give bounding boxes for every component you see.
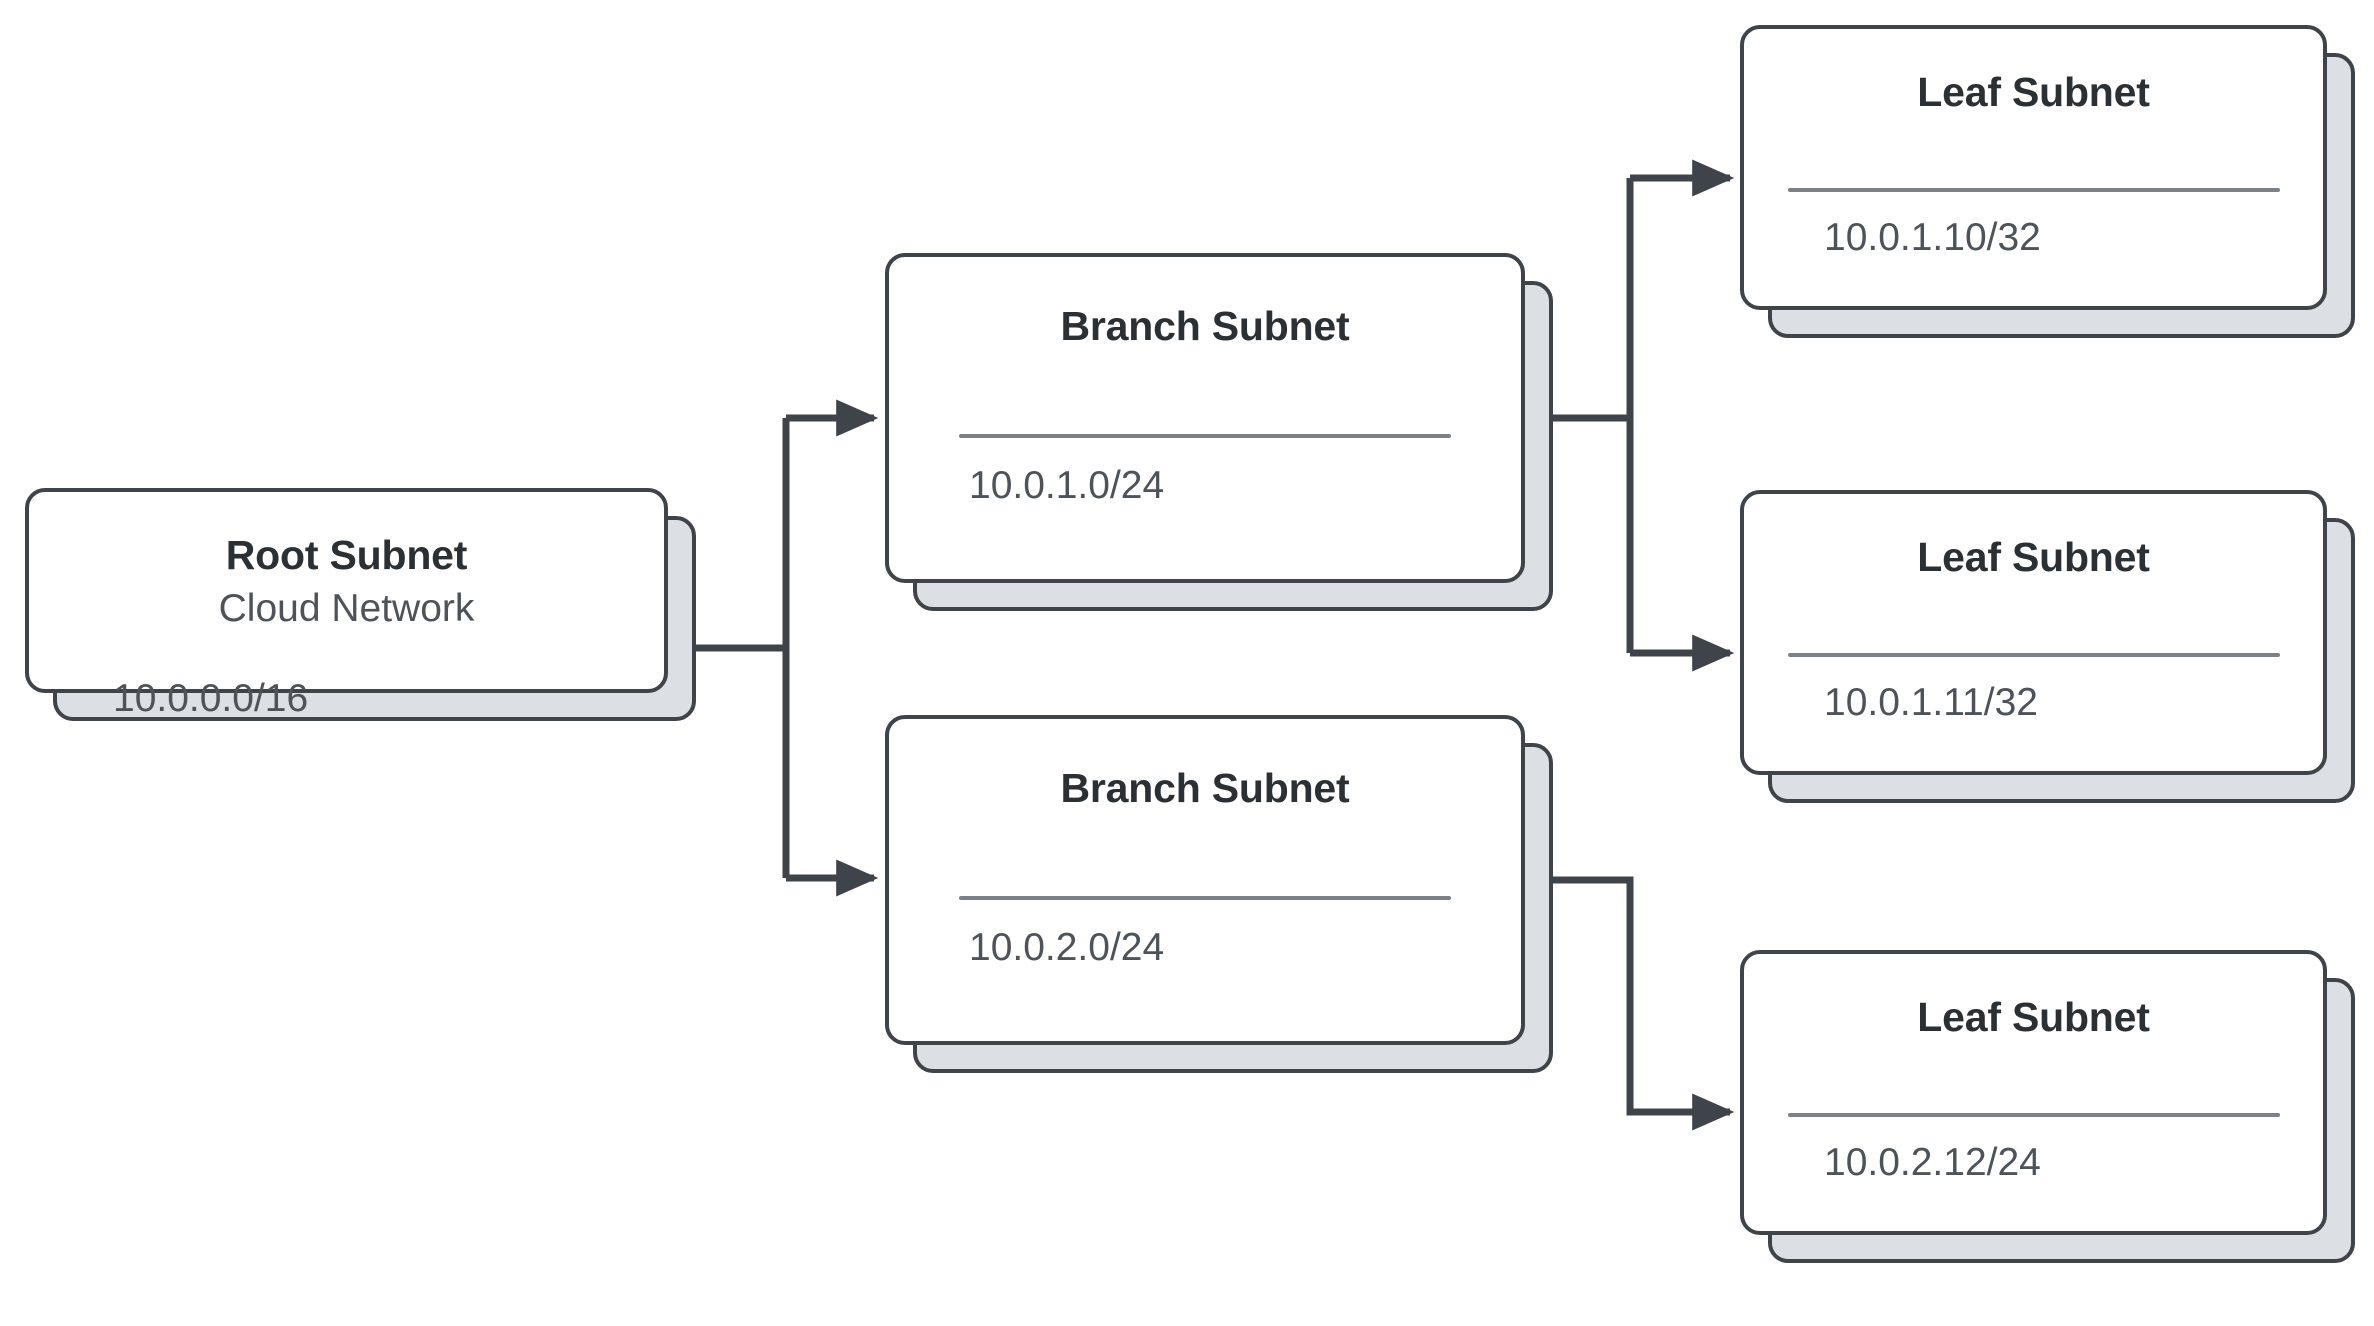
node-title: Root Subnet — [225, 532, 468, 578]
node-leaf-subnet-1[interactable]: Leaf Subnet 10.0.1.10/32 — [1740, 25, 2355, 338]
node-cidr: 10.0.1.11/32 — [1824, 681, 2038, 724]
node-card-face: Leaf Subnet 10.0.1.10/32 — [1740, 25, 2327, 310]
node-branch-subnet-2[interactable]: Branch Subnet 10.0.2.0/24 — [885, 715, 1553, 1073]
node-subtitle: Cloud Network — [218, 587, 475, 630]
node-cidr: 10.0.2.12/24 — [1824, 1141, 2041, 1184]
node-leaf-subnet-3[interactable]: Leaf Subnet 10.0.2.12/24 — [1740, 950, 2355, 1263]
node-cidr: 10.0.0.0/16 — [113, 677, 309, 720]
node-cidr: 10.0.1.10/32 — [1824, 216, 2041, 259]
node-title: Leaf Subnet — [1917, 69, 2150, 115]
node-divider — [1787, 1113, 2280, 1117]
edge-branch-2-to-leaf-3 — [1525, 876, 1735, 1131]
node-title: Leaf Subnet — [1917, 534, 2150, 580]
node-cidr: 10.0.1.0/24 — [969, 464, 1165, 507]
node-card-face: Root Subnet Cloud Network 10.0.0.0/16 — [25, 488, 668, 720]
node-title: Branch Subnet — [1060, 303, 1350, 349]
node-root-subnet[interactable]: Root Subnet Cloud Network 10.0.0.0/16 — [25, 488, 696, 721]
node-title: Branch Subnet — [1060, 765, 1350, 811]
node-branch-subnet-1[interactable]: Branch Subnet 10.0.1.0/24 — [885, 253, 1553, 611]
node-divider — [1787, 653, 2280, 657]
node-card-face: Branch Subnet 10.0.2.0/24 — [885, 715, 1525, 1045]
node-divider — [1787, 188, 2280, 192]
node-card-face: Leaf Subnet 10.0.2.12/24 — [1740, 950, 2327, 1235]
node-title: Leaf Subnet — [1917, 994, 2150, 1040]
node-divider — [959, 434, 1451, 438]
node-leaf-subnet-2[interactable]: Leaf Subnet 10.0.1.11/32 — [1740, 490, 2355, 803]
node-card-face: Leaf Subnet 10.0.1.11/32 — [1740, 490, 2327, 775]
node-cidr: 10.0.2.0/24 — [969, 926, 1165, 969]
node-card-face: Branch Subnet 10.0.1.0/24 — [885, 253, 1525, 583]
node-divider — [959, 896, 1451, 900]
